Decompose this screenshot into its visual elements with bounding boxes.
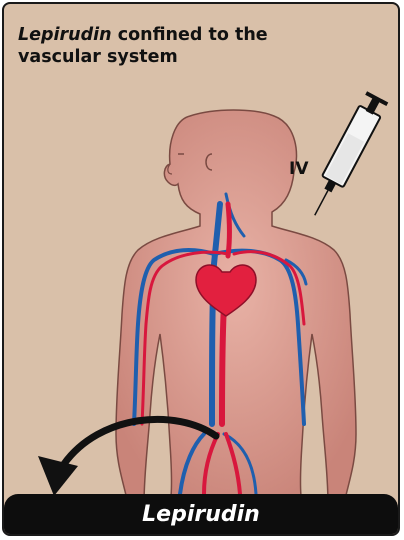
banner-label: Lepirudin bbox=[142, 502, 260, 527]
illustration-panel: Lepirudin confined to the vascular syste… bbox=[2, 2, 400, 536]
route-label: IV bbox=[289, 159, 308, 179]
body-illustration bbox=[4, 4, 398, 534]
syringe-icon bbox=[304, 91, 388, 221]
drug-banner: Lepirudin bbox=[4, 494, 398, 534]
